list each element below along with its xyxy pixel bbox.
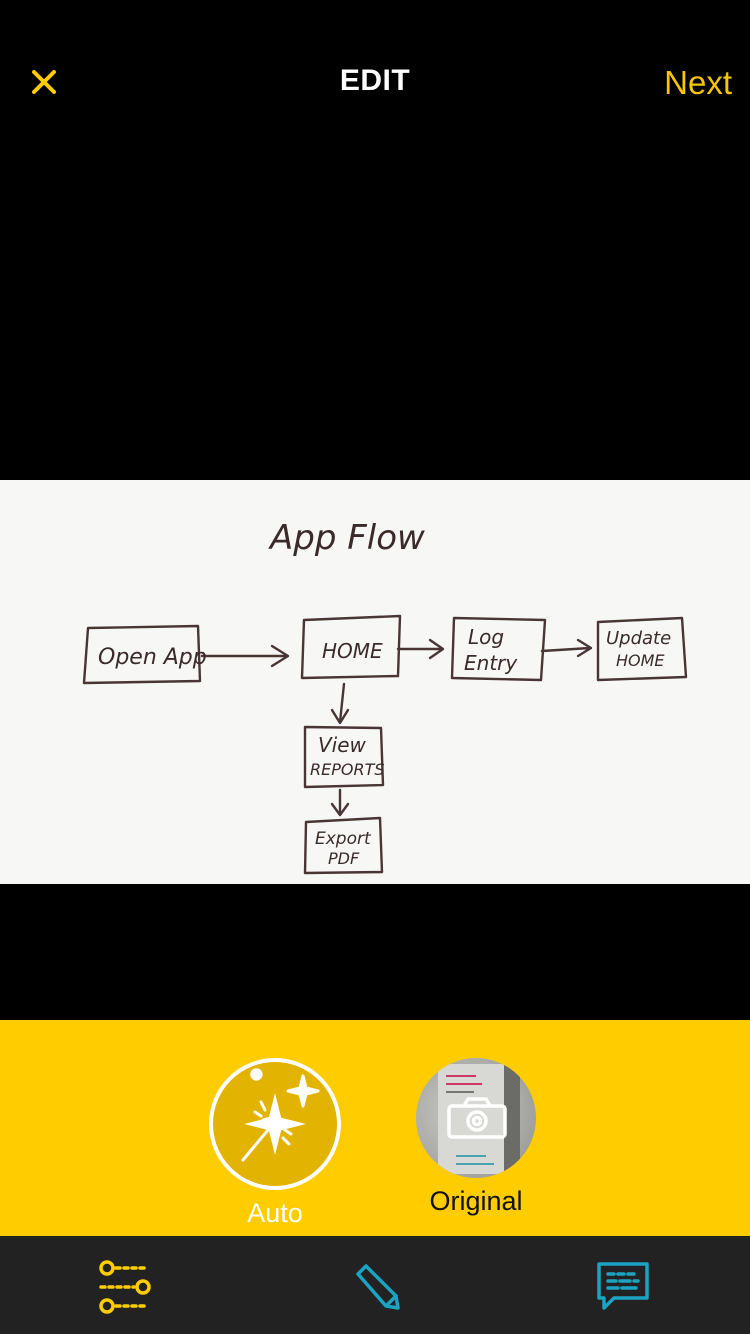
camera-icon (447, 1097, 507, 1139)
filter-auto[interactable]: Auto (209, 1058, 341, 1229)
text-recognition-icon (597, 1262, 649, 1310)
close-icon (32, 70, 56, 94)
filter-original[interactable]: Original (416, 1058, 536, 1217)
filter-original-label: Original (429, 1186, 523, 1216)
box-view-1: View (318, 733, 367, 757)
box-home: HOME (322, 639, 383, 663)
box-open-app: Open App (98, 645, 207, 670)
top-bar: EDIT Next (0, 0, 750, 170)
text-recognition-button[interactable] (596, 1260, 650, 1314)
sketch-heading: App Flow (268, 518, 425, 558)
box-log-1: Log (468, 625, 504, 649)
whiteboard-image: App Flow Open App HOME Log Entry Update … (82, 518, 688, 875)
filters-icon (99, 1260, 151, 1314)
box-view-2: REPORTS (310, 760, 385, 779)
box-log-2: Entry (464, 651, 518, 675)
filter-original-thumb (416, 1058, 536, 1178)
box-export-1: Export (315, 829, 372, 849)
document-preview: App Flow Open App HOME Log Entry Update … (0, 480, 750, 884)
filter-auto-thumb (209, 1058, 341, 1190)
close-button[interactable] (22, 60, 66, 104)
page-title: EDIT (339, 64, 411, 97)
box-update-1: Update (606, 628, 671, 649)
sparkle-icon (244, 1068, 306, 1155)
filter-panel: Auto Original (0, 1020, 750, 1236)
pencil-icon (356, 1264, 400, 1310)
markup-tool-button[interactable] (350, 1260, 404, 1314)
filter-auto-label: Auto (247, 1198, 303, 1228)
box-export-2: PDF (328, 849, 360, 868)
box-update-2: HOME (616, 651, 665, 670)
bottom-toolbar (0, 1236, 750, 1334)
next-button[interactable]: Next (664, 64, 732, 101)
filters-tool-button[interactable] (98, 1260, 152, 1314)
